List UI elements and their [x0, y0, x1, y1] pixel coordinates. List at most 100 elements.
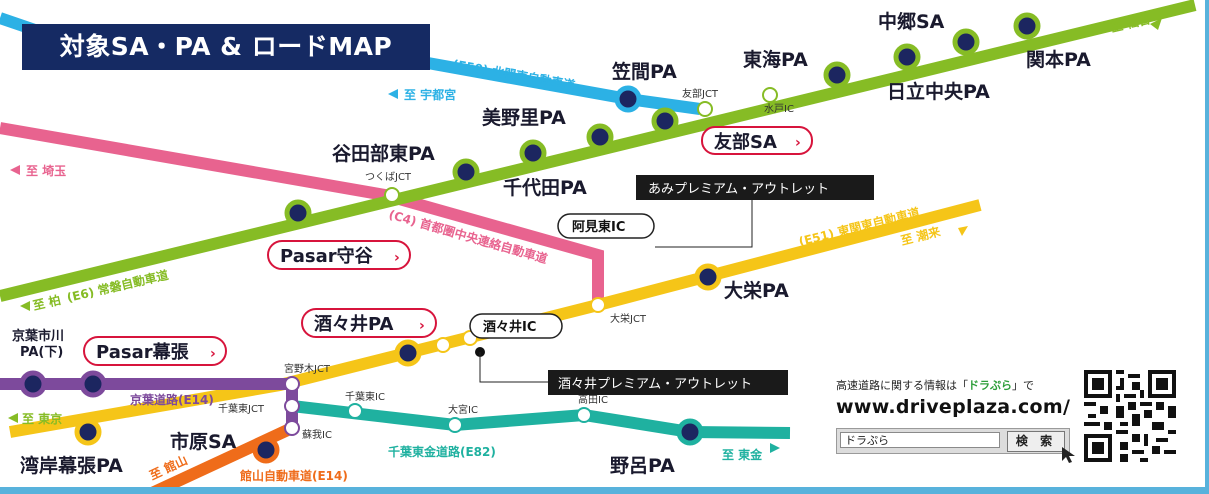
taiei-pa-marker: [694, 263, 722, 291]
road-chiba-togane-label: 千葉東金道路(E82): [388, 444, 496, 459]
noro-pa-marker: [676, 418, 704, 446]
taiei-pa-label: 大栄PA: [724, 279, 789, 302]
info-suffix: 」で: [1012, 379, 1034, 392]
svg-text:友部SA: 友部SA: [714, 131, 777, 153]
mito-ic-node: [762, 87, 778, 103]
kasama-pa-label: 笠間PA: [611, 60, 677, 83]
tomobe-sa-marker: [586, 123, 614, 151]
itako-arrow-icon: [958, 226, 968, 236]
soga-ic-node: [284, 420, 300, 436]
ichihara-sa-marker: [252, 436, 280, 464]
hitachi-chuo-marker: [952, 28, 980, 56]
dir-tokyo: 至 東京: [22, 411, 62, 426]
chiyoda-pa-label: 千代田PA: [503, 177, 587, 199]
shisui-outlet-box: 酒々井プレミアム・アウトレット: [548, 370, 788, 395]
ichikawa-pa-label-2: PA(下): [20, 345, 63, 360]
bottom-border: [0, 487, 1209, 494]
soga-ic-label: 蘇我IC: [302, 428, 332, 441]
shisui-ic-pill: 酒々井IC: [469, 313, 563, 339]
minori-pa-label: 美野里PA: [482, 106, 566, 129]
chiba-jct-label: 千葉東JCT: [218, 402, 265, 415]
tokai-pa-label: 東海PA: [743, 48, 808, 71]
tomobe-jct-label: 友部JCT: [682, 87, 719, 100]
takada-ic-label: 高田IC: [578, 393, 608, 406]
search-bar: ドラぷら 検 索: [836, 428, 1070, 454]
taiei-jct-node: [590, 297, 606, 313]
kasama-pa-marker: [614, 85, 642, 113]
shisui-pa-marker: [394, 339, 422, 367]
chiba-jct-node: [284, 398, 300, 414]
cursor-icon: [1062, 447, 1075, 463]
search-input[interactable]: ドラぷら: [840, 432, 1000, 448]
wangan-pa-label: 湾岸幕張PA: [20, 454, 123, 477]
info-text: 高速道路に関する情報は「ドラぷら」で: [836, 377, 1076, 393]
search-button[interactable]: 検 索: [1007, 431, 1065, 452]
saitama-arrow-icon: [10, 165, 20, 175]
page-title: 対象SA・PA & ロードMAP: [22, 24, 430, 70]
dir-kashiwa: 至 柏: [31, 292, 62, 313]
dir-utsunomiya: 至 宇都宮: [404, 87, 456, 102]
ami-outlet-leader: [655, 197, 753, 248]
nakago-sa-label: 中郷SA: [878, 10, 945, 33]
taiei-jct-label: 大栄JCT: [610, 312, 647, 325]
svg-text:阿見東IC: 阿見東IC: [572, 219, 625, 235]
ken-o-road-line: [0, 122, 604, 305]
takada-ic-node: [576, 407, 592, 423]
qr-code-icon[interactable]: [1084, 370, 1176, 462]
shisui-pa-link[interactable]: 酒々井PA ›: [301, 308, 437, 338]
yatabe-pa-label: 谷田部東PA: [332, 142, 435, 165]
minori-pa-marker: [651, 107, 679, 135]
chiyoda-pa-marker: [519, 139, 547, 167]
sekimoto-pa-marker: [1013, 12, 1041, 40]
dir-saitama: 至 埼玉: [26, 163, 66, 178]
ami-outlet-box: あみプレミアム・アウトレット: [636, 175, 874, 200]
chiba-togane-road-line: [291, 400, 791, 439]
tomobe-sa-link[interactable]: 友部SA ›: [701, 126, 813, 155]
omiya-ic-label: 大宮IC: [448, 403, 478, 416]
sekimoto-pa-label: 関本PA: [1026, 48, 1091, 71]
chevron-right-icon: ›: [419, 318, 425, 334]
miyanogi-jct-label: 宮野木JCT: [284, 362, 331, 375]
info-prefix: 高速道路に関する情報は「: [836, 379, 968, 392]
driveplaza-url[interactable]: www.driveplaza.com/: [836, 396, 1071, 418]
ami-ic-pill: 阿見東IC: [557, 213, 655, 239]
wangan-pa-marker: [74, 418, 102, 446]
tsukuba-jct-node: [384, 187, 400, 203]
chevron-right-icon: ›: [795, 135, 801, 151]
road-keiyo-label: 京葉道路(E14): [130, 392, 214, 407]
ichikawa-pa-label-1: 京葉市川: [12, 328, 64, 344]
miyanogi-jct-node: [284, 376, 300, 392]
nakago-sa-marker: [893, 43, 921, 71]
hitachi-chuo-label: 日立中央PA: [887, 80, 990, 103]
tokyo-arrow-icon: [8, 413, 18, 423]
yatabe-pa-marker: [452, 158, 480, 186]
yellow-node-1: [435, 337, 451, 353]
togane-arrow-icon: [770, 443, 780, 453]
sendai-arrow-icon: [1150, 18, 1162, 30]
svg-text:酒々井プレミアム・アウトレット: 酒々井プレミアム・アウトレット: [558, 377, 752, 392]
joban-road-line: [0, 0, 1197, 302]
svg-text:Pasar幕張: Pasar幕張: [96, 342, 190, 363]
chibahigashi-ic-node: [347, 403, 363, 419]
tomobe-jct-node: [697, 101, 713, 117]
kashiwa-arrow-icon: [20, 301, 30, 311]
driveplaza-brand: ドラぷら: [968, 379, 1012, 392]
dir-togane: 至 東金: [722, 447, 763, 462]
pasar-makuhari-marker: [79, 370, 107, 398]
chibahigashi-ic-label: 千葉東IC: [345, 390, 385, 403]
noro-pa-label: 野呂PA: [610, 455, 675, 477]
pasar-moriya-link[interactable]: Pasar守谷 ›: [267, 240, 411, 270]
pasar-moriya-marker: [284, 199, 312, 227]
ichikawa-pa-marker: [19, 370, 47, 398]
ichihara-sa-label: 市原SA: [170, 430, 237, 453]
svg-text:あみプレミアム・アウトレット: あみプレミアム・アウトレット: [648, 182, 829, 197]
shisui-outlet-leader: [479, 352, 548, 383]
svg-text:Pasar守谷: Pasar守谷: [280, 245, 374, 267]
svg-text:酒々井PA: 酒々井PA: [314, 313, 394, 335]
utsunomiya-arrow-icon: [388, 89, 398, 99]
road-tateyama-label: 館山自動車道(E14): [239, 468, 348, 483]
pasar-makuhari-link[interactable]: Pasar幕張 ›: [83, 336, 227, 366]
svg-text:酒々井IC: 酒々井IC: [483, 319, 536, 335]
